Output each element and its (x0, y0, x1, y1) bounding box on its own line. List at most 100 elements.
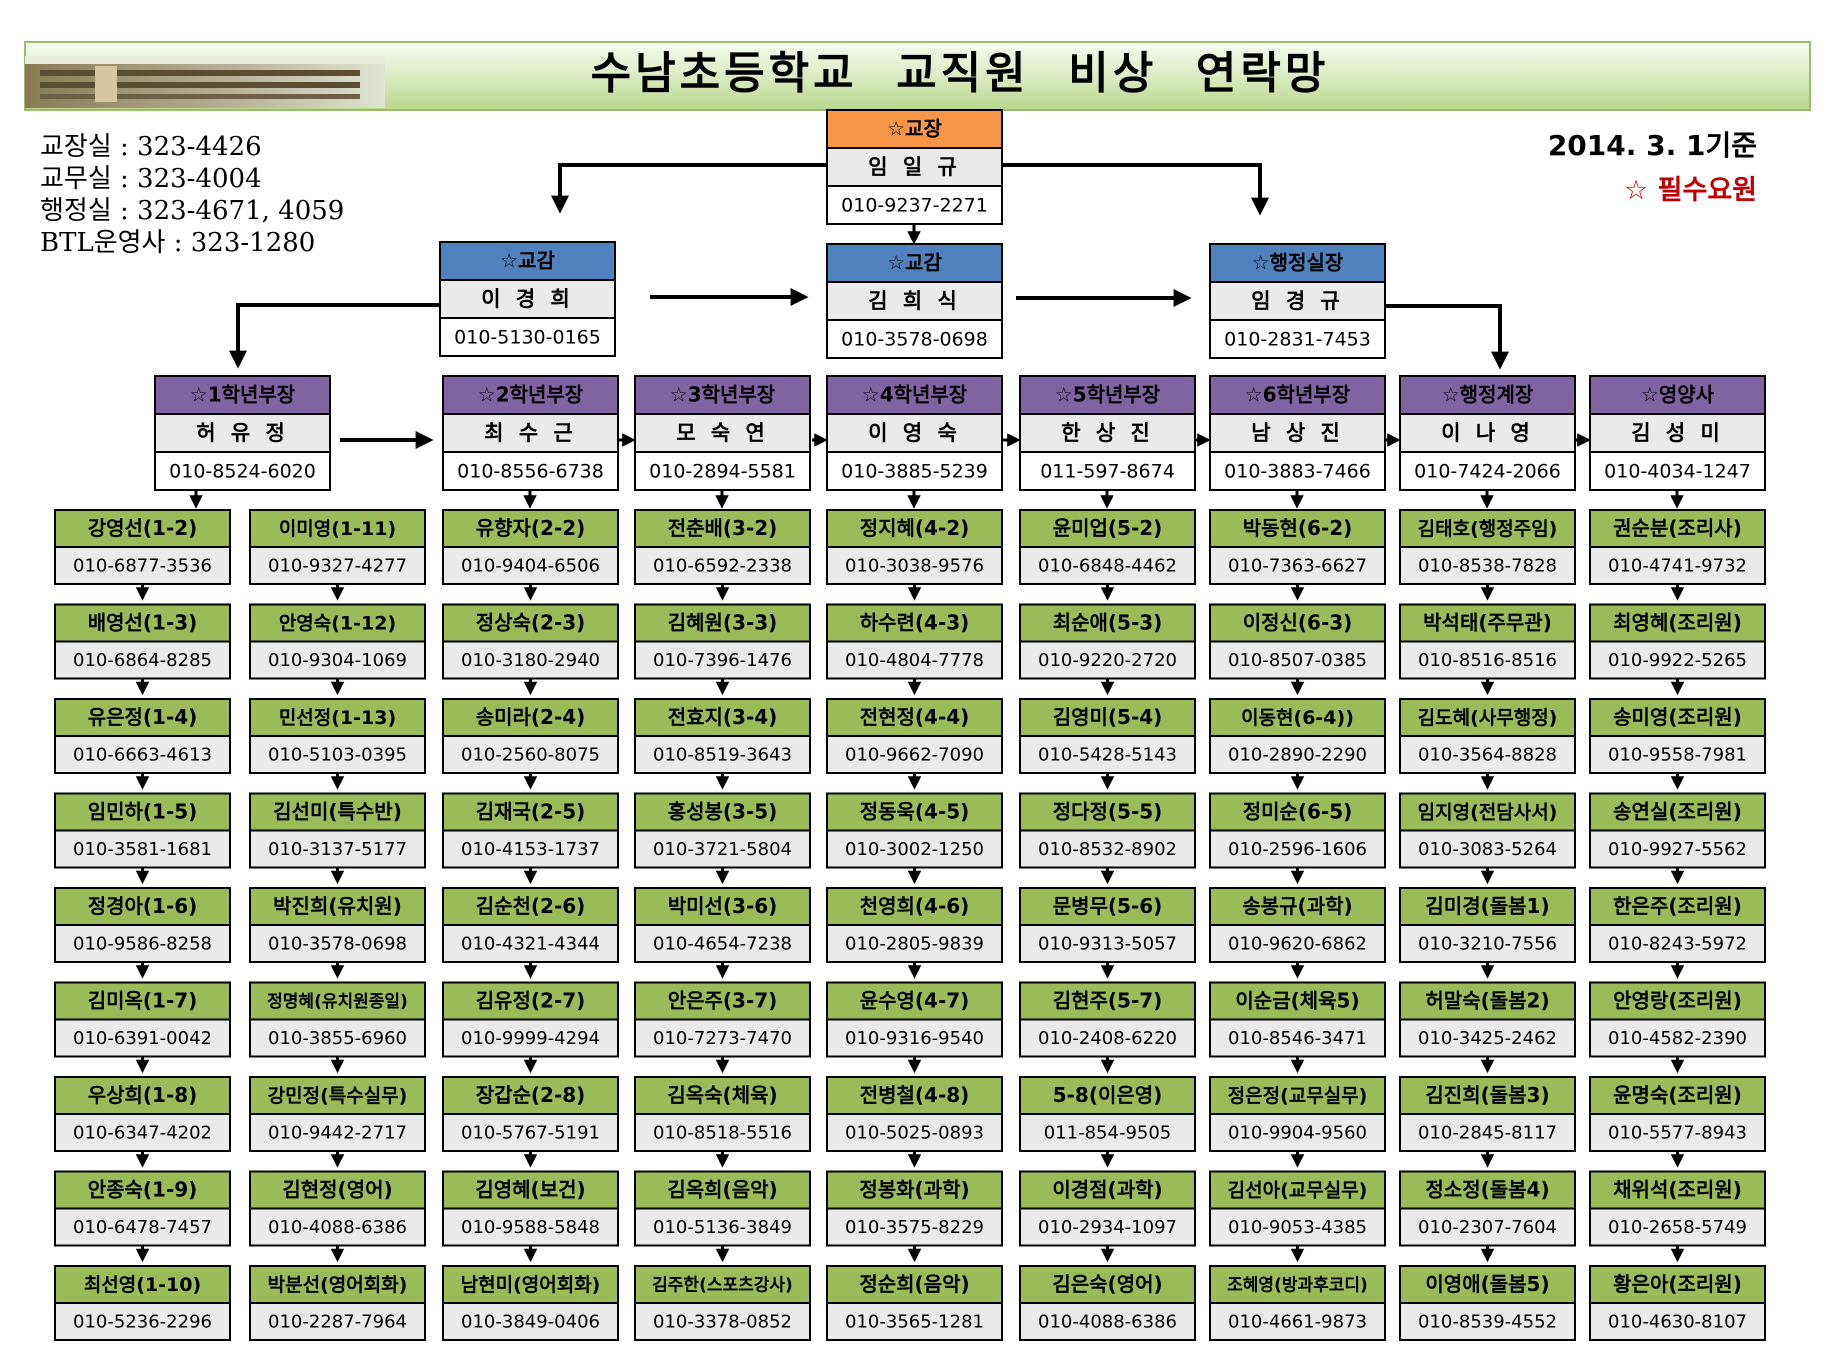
person-name: 박동현(6-2) (1243, 516, 1353, 540)
staff-box-1-8: 안종숙(1-9)010-6478-7457 (54, 1170, 231, 1247)
name-cell (1019, 981, 1196, 1021)
staff-box-7-1: 박동현(6-2)010-7363-6627 (1209, 509, 1386, 585)
person-name: 김태호(행정주임) (1418, 518, 1558, 540)
phone-number: 010-2890-2290 (1228, 745, 1367, 766)
phone-cell (54, 1113, 231, 1152)
staff-box-9-5: 한은주(조리원)010-8243-5972 (1589, 887, 1766, 963)
phone-cell (54, 924, 231, 963)
phone-number: 010-2560-8075 (461, 745, 600, 766)
staff-box-5-5: 천영희(4-6)010-2805-9839 (826, 887, 1003, 963)
phone-cell (634, 1207, 811, 1247)
name-cell (1589, 887, 1766, 926)
name-cell (634, 1265, 811, 1304)
phone-cell (1399, 1302, 1576, 1341)
staff-box-8-9: 이영애(돌봄5)010-8539-4552 (1399, 1265, 1576, 1341)
person-name: 윤명숙(조리원) (1613, 1083, 1742, 1107)
phone-cell (826, 924, 1003, 963)
phone-cell (1399, 451, 1576, 491)
phone-cell (1399, 1113, 1576, 1152)
phone-cell (1209, 1207, 1386, 1247)
phone-number: 010-4661-9873 (1228, 1312, 1367, 1333)
person-name: 전효지(3-4) (668, 705, 778, 729)
phone-cell (1399, 1018, 1576, 1058)
staff-box-2-6: 정명혜(유치원종일)010-3855-6960 (249, 981, 426, 1058)
phone-number: 010-5130-0165 (454, 327, 601, 349)
staff-box-4-9: 김주한(스포츠강사)010-3378-0852 (634, 1265, 811, 1341)
person-name: 허 유 정 (196, 421, 289, 445)
phone-cell (1399, 640, 1576, 680)
phone-number: 010-3565-1281 (845, 1312, 984, 1333)
person-name: 김혜원(3-3) (668, 611, 778, 635)
contact-line-admin-office: 행정실 : 323-4671, 4059 (40, 196, 345, 226)
phone-cell (442, 829, 619, 869)
phone-number: 010-6478-7457 (73, 1217, 212, 1238)
staff-box-1-2: 배영선(1-3)010-6864-8285 (54, 603, 231, 680)
name-cell (54, 509, 231, 548)
name-cell (826, 1170, 1003, 1210)
phone-cell (54, 1018, 231, 1058)
principal-to-admin-chief (1002, 163, 1269, 216)
person-name: 임 일 규 (868, 155, 961, 179)
phone-cell (442, 1018, 619, 1058)
phone-cell (1019, 1207, 1196, 1247)
phone-cell (442, 735, 619, 774)
role-header (439, 241, 616, 281)
staff-box-9-6: 안영랑(조리원)010-4582-2390 (1589, 981, 1766, 1058)
phone-cell (442, 924, 619, 963)
name-cell (634, 698, 811, 737)
person-name: 문병무(5-6) (1053, 894, 1163, 918)
person-name: 김재국(2-5) (476, 800, 586, 824)
contact-line-btl-operator: BTL운영사 : 323-1280 (40, 228, 316, 258)
phone-number: 010-4654-7238 (653, 934, 792, 955)
phone-number: 010-8546-3471 (1228, 1028, 1367, 1049)
name-cell (442, 509, 619, 548)
name-cell (634, 1170, 811, 1210)
person-name: 강영선(1-2) (88, 516, 198, 540)
person-name: 정봉화(과학) (859, 1178, 969, 1202)
name-cell (439, 279, 616, 319)
person-name: 유은정(1-4) (88, 705, 198, 729)
phone-number: 010-5136-3849 (653, 1217, 792, 1238)
name-cell (54, 981, 231, 1021)
person-name: 남현미(영어회화) (461, 1274, 601, 1296)
name-cell (1399, 792, 1576, 832)
staff-box-7-2: 이정신(6-3)010-8507-0385 (1209, 603, 1386, 680)
person-name: 우상희(1-8) (88, 1083, 198, 1107)
staff-box-6-2: 최순애(5-3)010-9220-2720 (1019, 603, 1196, 680)
phone-number: 010-9922-5265 (1608, 650, 1747, 671)
phone-cell (1019, 735, 1196, 774)
name-cell (1209, 1265, 1386, 1304)
phone-number: 010-3137-5177 (268, 839, 407, 860)
phone-cell (1019, 640, 1196, 680)
person-name: 최순애(5-3) (1053, 611, 1163, 635)
phone-number: 010-9588-5848 (461, 1217, 600, 1238)
name-cell (1019, 698, 1196, 737)
phone-number: 010-8539-4552 (1418, 1312, 1557, 1333)
staff-box-4-3: 전효지(3-4)010-8519-3643 (634, 698, 811, 774)
phone-number: 010-9404-6506 (461, 556, 600, 577)
person-name: 장갑순(2-8) (476, 1083, 586, 1107)
staff-box-1-9: 최선영(1-10)010-5236-2296 (54, 1265, 231, 1341)
name-cell (1209, 887, 1386, 926)
role-label: ☆행정계장 (1442, 383, 1534, 407)
name-cell (1589, 1170, 1766, 1210)
person-name: 박진희(유치원) (273, 894, 402, 918)
staff-box-6-9: 김은숙(영어)010-4088-6386 (1019, 1265, 1196, 1341)
phone-number: 010-3378-0852 (653, 1312, 792, 1333)
name-cell (1589, 698, 1766, 737)
name-cell (442, 698, 619, 737)
role-label: ☆1학년부장 (190, 383, 296, 407)
staff-box-8-7: 김진희(돌봄3)010-2845-8117 (1399, 1076, 1576, 1152)
staff-box-3-6: 김유정(2-7)010-9999-4294 (442, 981, 619, 1058)
phone-number: 010-9316-9540 (845, 1028, 984, 1049)
phone-cell (442, 1207, 619, 1247)
phone-cell (1589, 451, 1766, 491)
staff-box-2-4: 김선미(특수반) 010-3137-5177 (249, 792, 426, 869)
person-name: 김선미(특수반) (273, 800, 402, 824)
staff-box-5-3: 전현정(4-4)010-9662-7090 (826, 698, 1003, 774)
phone-cell (826, 640, 1003, 680)
phone-number: 010-7273-7470 (653, 1028, 792, 1049)
staff-box-2-1: 이미영(1-11)010-9327-4277 (249, 509, 426, 585)
phone-number: 010-5236-2296 (73, 1312, 212, 1333)
